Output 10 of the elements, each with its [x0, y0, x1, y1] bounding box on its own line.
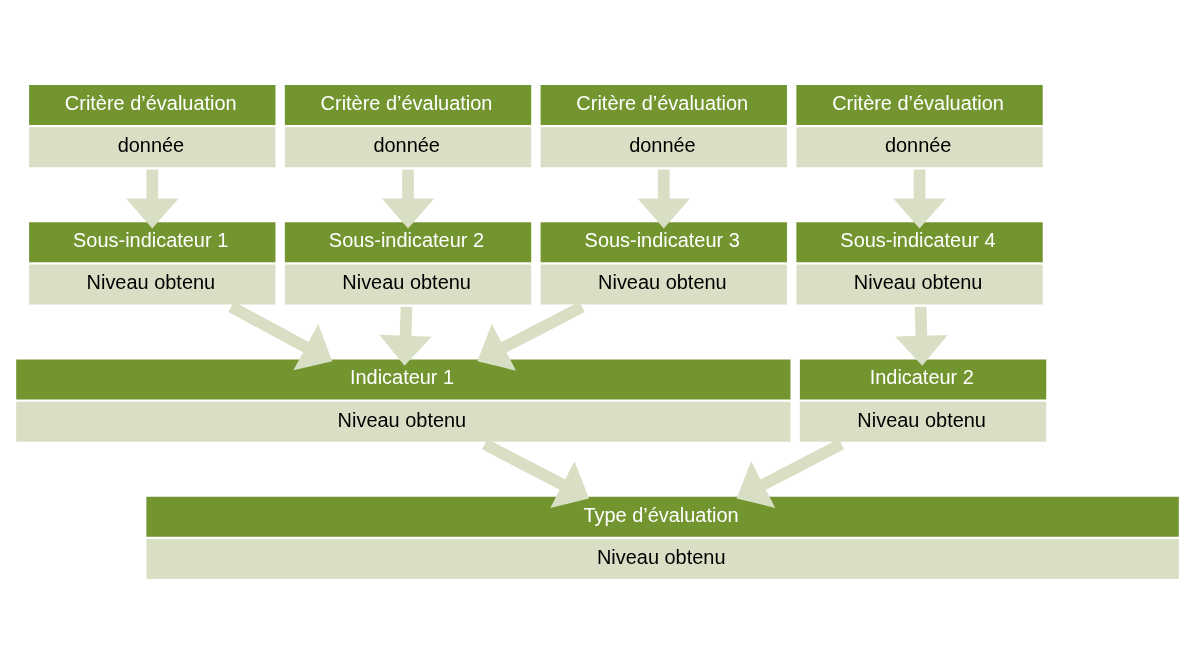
arrow	[126, 169, 179, 228]
arrow	[895, 306, 948, 366]
arrow	[481, 438, 590, 508]
arrow	[381, 169, 435, 228]
arrow	[736, 438, 845, 508]
arrow	[637, 169, 691, 228]
arrow	[477, 301, 585, 371]
arrow	[379, 306, 432, 366]
arrow	[228, 301, 333, 370]
arrow	[893, 169, 946, 228]
